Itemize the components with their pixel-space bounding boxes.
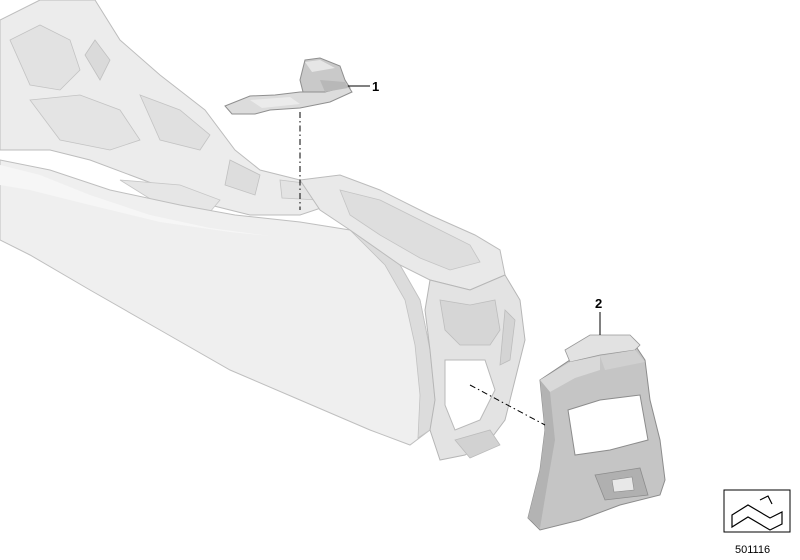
callout-1-label: 1: [372, 79, 379, 94]
part-1-bracket: [224, 57, 353, 115]
center-console-assembly: [0, 0, 526, 461]
callout-2-label: 2: [595, 296, 602, 311]
part-2-assembly-line: [469, 384, 546, 426]
diagram-number: 501116: [735, 544, 770, 556]
part-2-rear-trim-panel: [527, 334, 666, 531]
exploded-view-arrow-icon: [723, 489, 791, 533]
